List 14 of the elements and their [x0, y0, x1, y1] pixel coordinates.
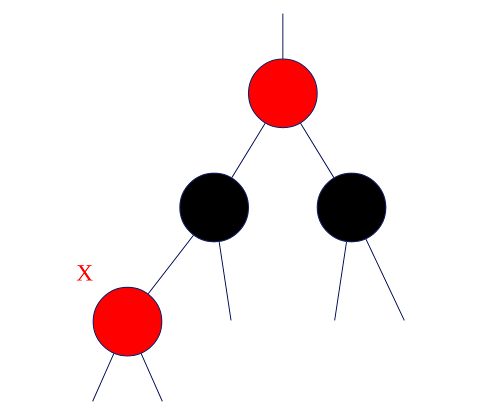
node-circle — [316, 172, 386, 242]
connector — [140, 353, 163, 402]
connector — [334, 241, 348, 321]
connector — [365, 238, 405, 321]
connector — [282, 14, 284, 59]
node-circle — [248, 58, 318, 128]
connector — [231, 122, 266, 178]
connector — [92, 353, 114, 402]
node-label: X — [76, 260, 94, 287]
connector — [218, 241, 232, 321]
node-circle — [92, 286, 162, 357]
connector — [148, 234, 194, 294]
node-circle — [179, 172, 250, 242]
connector — [300, 122, 334, 178]
